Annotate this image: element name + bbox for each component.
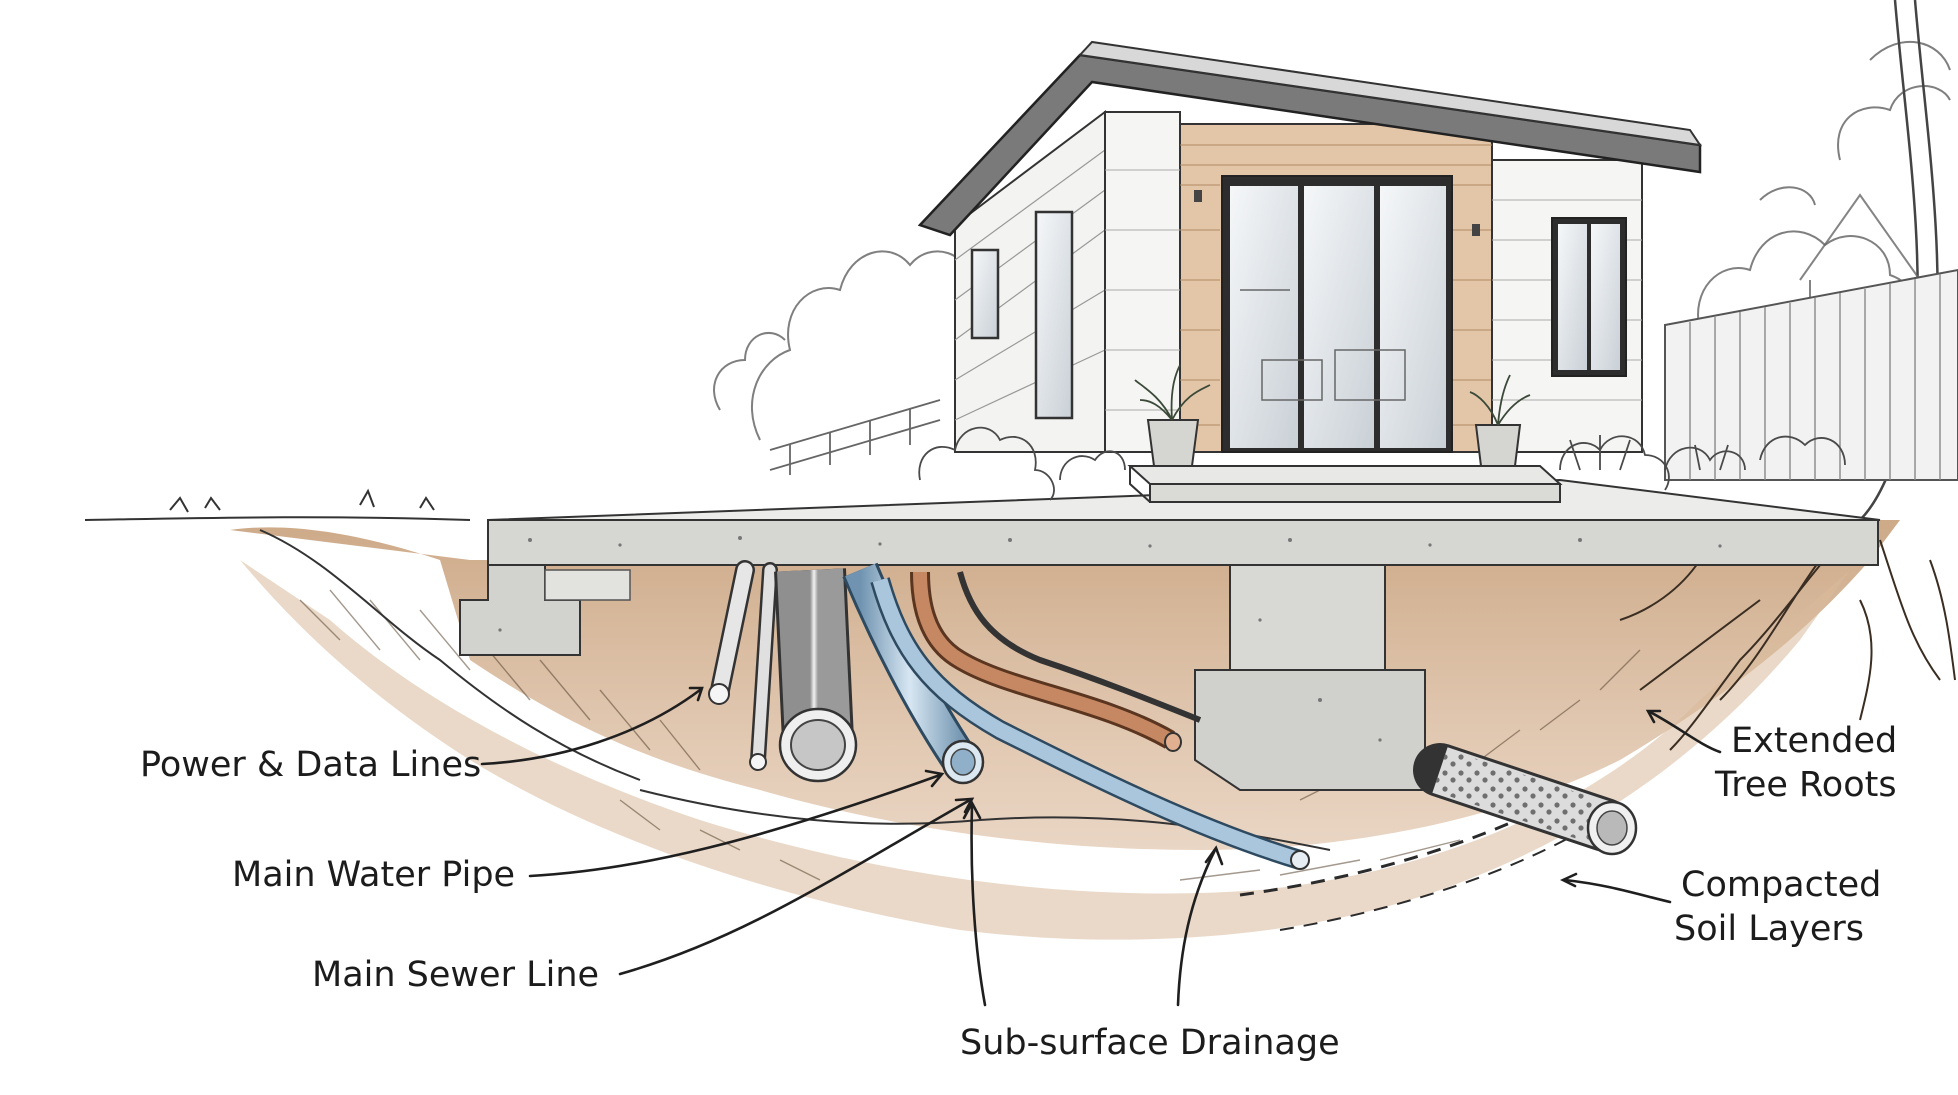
copper-pipes	[910, 571, 1202, 752]
leader-arrows	[480, 686, 1722, 1007]
tree-roots	[1619, 519, 1956, 751]
label-extended-tree-roots-line2: Tree Roots	[1714, 765, 1897, 805]
ground-surface	[84, 488, 641, 781]
label-compacted-soil-layers-line1: Compacted	[1681, 865, 1881, 905]
power-data-lines	[708, 560, 778, 771]
label-sub-surface-drainage: Sub-surface Drainage	[960, 1023, 1340, 1063]
arrow-main-water	[528, 769, 945, 878]
label-compacted-soil-layers-line2: Soil Layers	[1674, 909, 1864, 949]
arrow-main-sewer	[618, 797, 975, 976]
arrow-soil-layers	[1559, 872, 1672, 904]
arrow-drainage-2	[1176, 845, 1224, 1007]
label-main-sewer-line: Main Sewer Line	[312, 955, 599, 995]
background-fence-left	[769, 399, 941, 475]
callout-labels: Power & Data Lines Main Water Pipe Main …	[140, 721, 1897, 1063]
main-water-pipe	[842, 562, 985, 785]
garden-building	[917, 40, 1703, 503]
background-fence-right	[1664, 268, 1958, 481]
label-power-data-lines: Power & Data Lines	[140, 745, 481, 785]
arrow-tree-roots	[1645, 709, 1722, 754]
shrubs	[918, 426, 1846, 501]
label-main-water-pipe: Main Water Pipe	[232, 855, 515, 895]
arrow-drainage-1	[962, 800, 987, 1007]
label-extended-tree-roots-line1: Extended	[1731, 721, 1897, 761]
perforated-drain-pipe	[1413, 743, 1638, 856]
blue-conduit	[870, 577, 1310, 870]
arrow-power-data	[480, 686, 704, 766]
main-sewer-pipe	[774, 568, 858, 783]
